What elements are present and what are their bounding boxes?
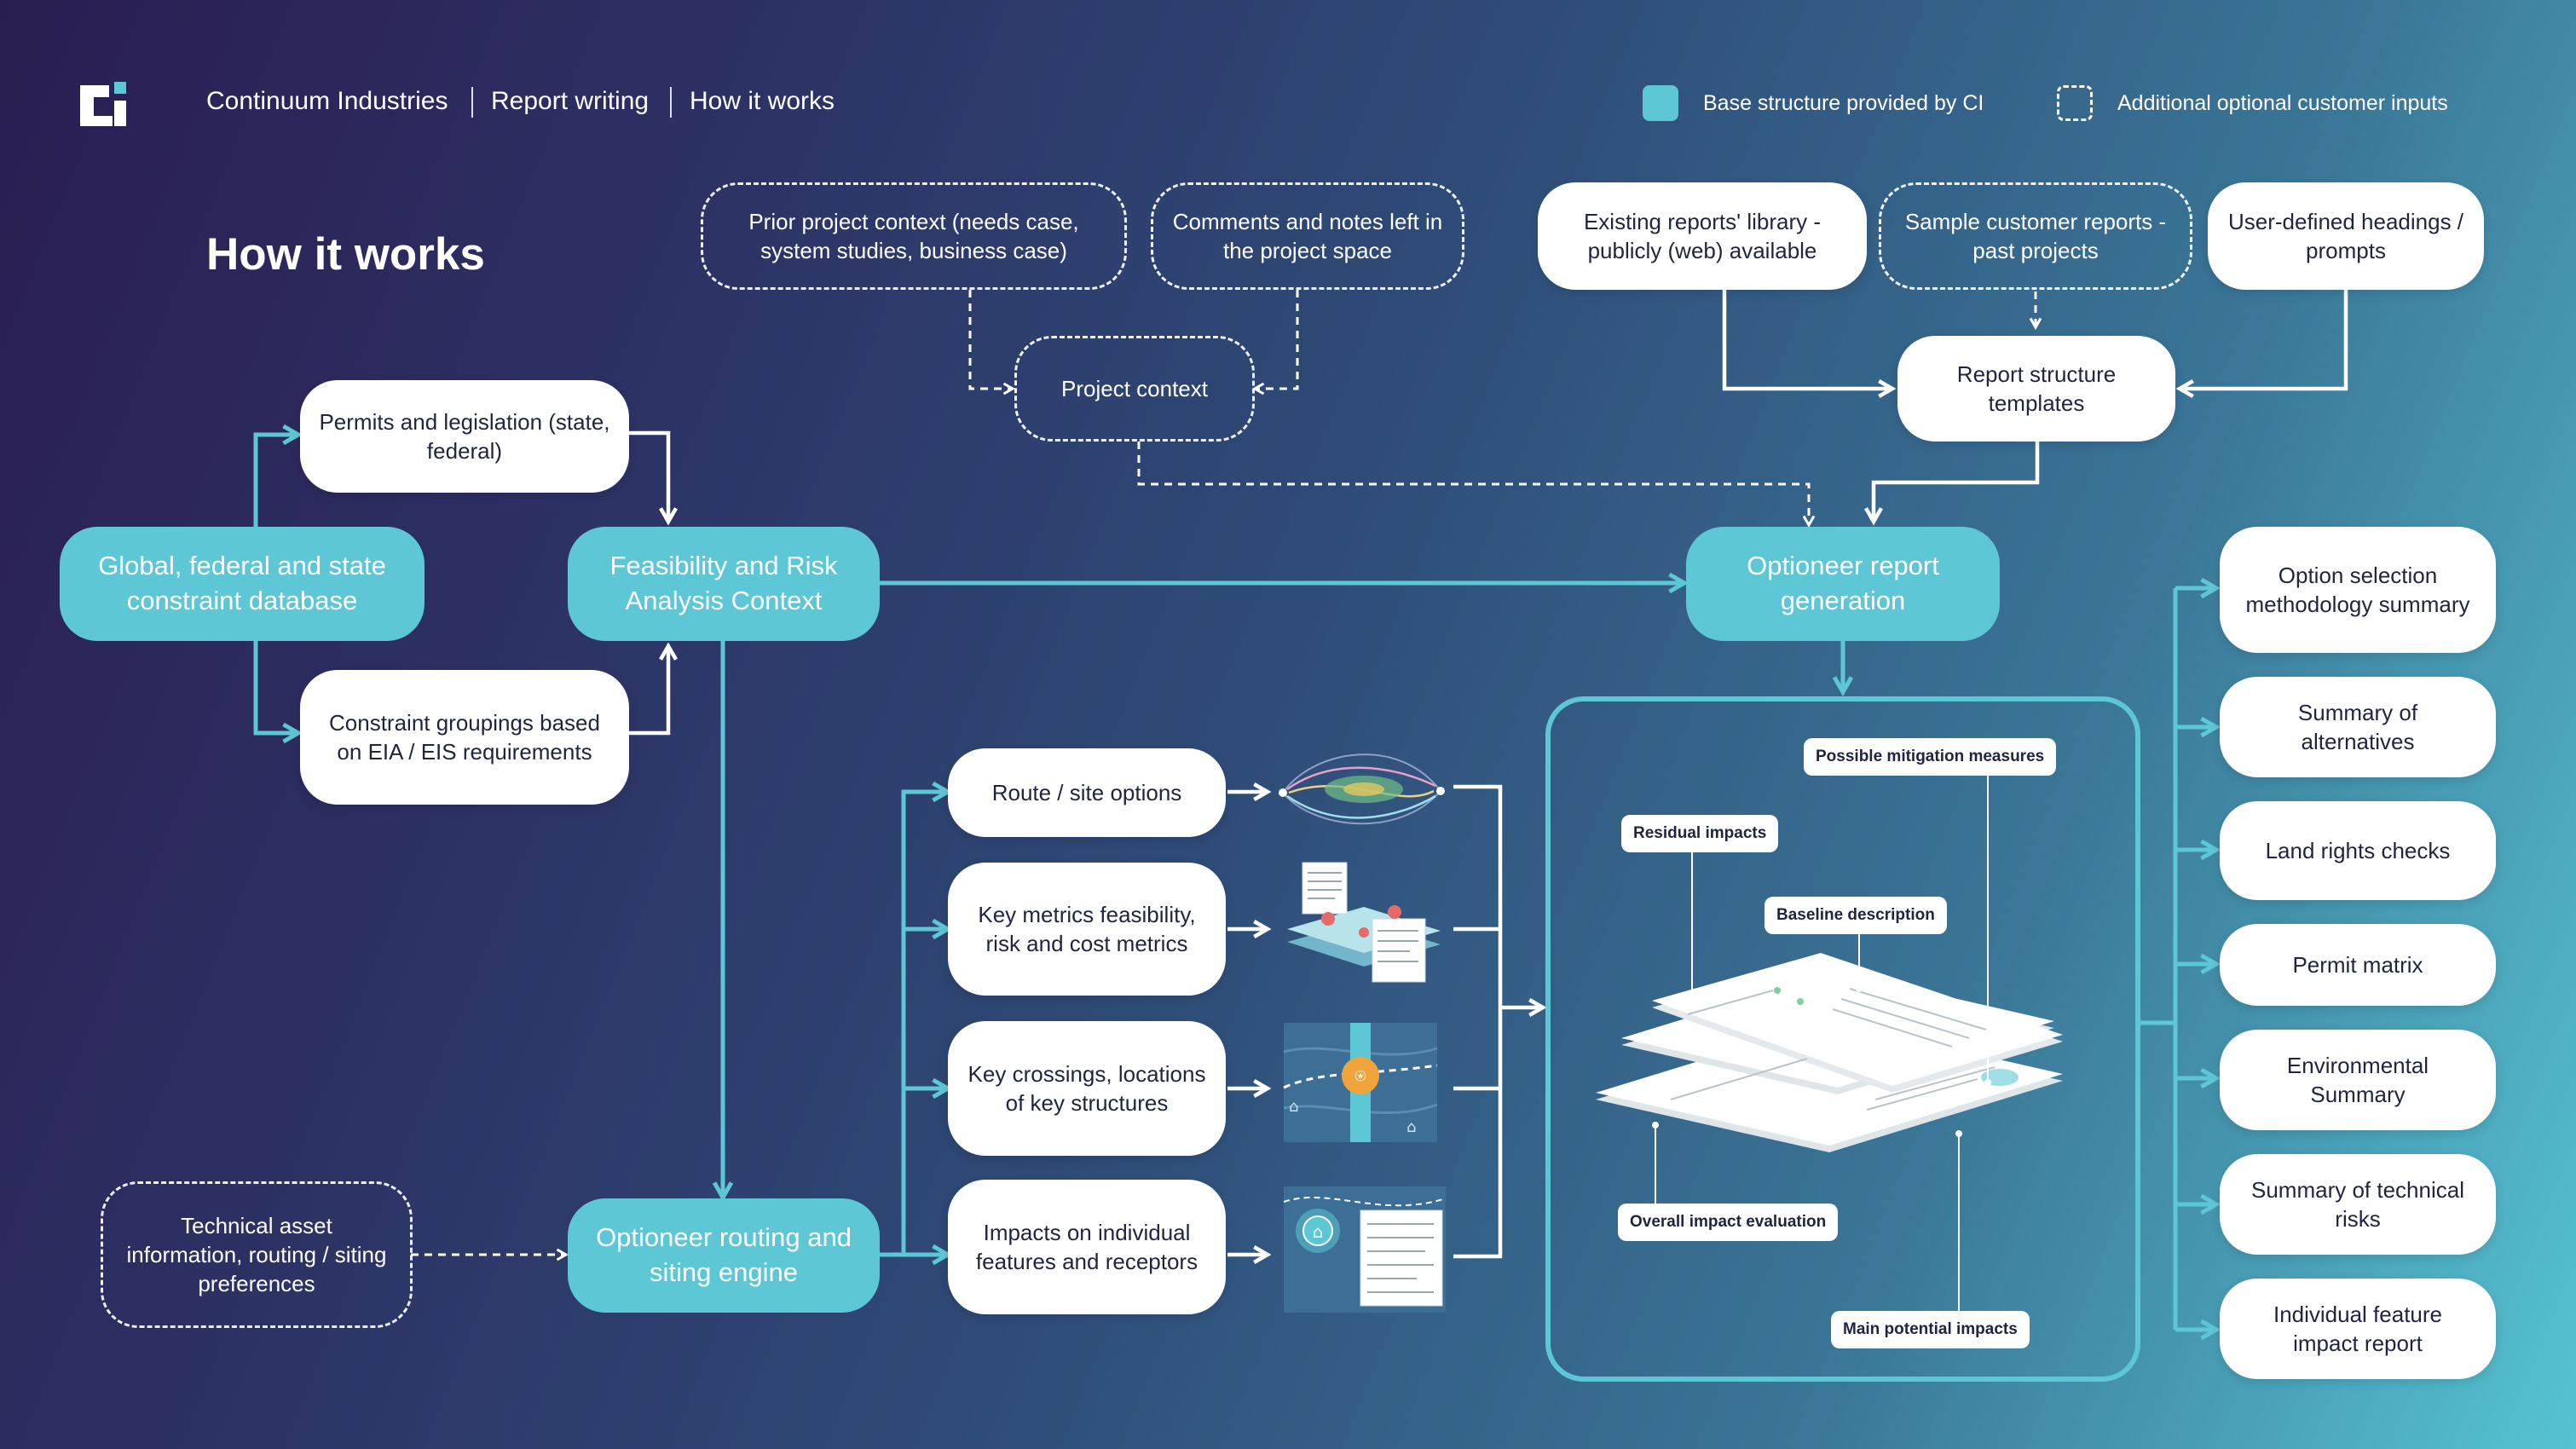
output-permit-matrix: Permit matrix [2220, 924, 2496, 1006]
existing-reports-node: Existing reports' library - publicly (we… [1538, 182, 1867, 290]
key-metrics-node: Key metrics feasibility, risk and cost m… [948, 863, 1226, 996]
routing-engine-node: Optioneer routing and siting engine [568, 1198, 880, 1313]
output-summary-alternatives: Summary of alternatives [2220, 677, 2496, 777]
legend-base-swatch [1643, 85, 1678, 121]
sample-reports-node: Sample customer reports - past projects [1879, 182, 2192, 290]
key-crossings-thumbnail: ⍟ ⌂ ⌂ [1283, 1023, 1438, 1142]
report-pages-illustration [1596, 953, 2063, 1152]
breadcrumb-separator [471, 87, 473, 118]
feasibility-context-node: Feasibility and Risk Analysis Context [568, 527, 880, 641]
technical-asset-node: Technical asset information, routing / s… [101, 1181, 413, 1328]
breadcrumb-section: Report writing [491, 87, 650, 115]
main-impacts-label: Main potential impacts [1831, 1311, 2030, 1348]
breadcrumb-separator [670, 87, 672, 118]
user-headings-node: User-defined headings / prompts [2208, 182, 2484, 290]
constraint-groupings-node: Constraint groupings based on EIA / EIS … [300, 670, 629, 805]
impacts-thumbnail: ⌂ [1283, 1186, 1447, 1313]
svg-text:⌂: ⌂ [1313, 1221, 1324, 1242]
possible-mitigation-label: Possible mitigation measures [1804, 738, 2057, 776]
prior-context-node: Prior project context (needs case, syste… [701, 182, 1127, 290]
legend-optional-swatch [2057, 85, 2093, 121]
impacts-node: Impacts on individual features and recep… [948, 1180, 1226, 1314]
key-metrics-thumbnail [1287, 862, 1441, 983]
output-land-rights: Land rights checks [2220, 801, 2496, 900]
output-feature-impact: Individual feature impact report [2220, 1279, 2496, 1379]
constraint-database-node: Global, federal and state constraint dat… [60, 527, 425, 641]
route-options-thumbnail [1279, 753, 1445, 825]
output-technical-risks: Summary of technical risks [2220, 1154, 2496, 1255]
optioneer-report-node: Optioneer report generation [1686, 527, 2000, 641]
page-title: How it works [206, 229, 485, 280]
breadcrumb-page: How it works [690, 87, 835, 115]
svg-text:⌂: ⌂ [1289, 1098, 1298, 1116]
baseline-description-label: Baseline description [1765, 897, 1947, 934]
comments-node: Comments and notes left in the project s… [1151, 182, 1464, 290]
report-templates-node: Report structure templates [1897, 336, 2175, 442]
white-connectors [627, 289, 2348, 1264]
breadcrumb-company: Continuum Industries [206, 87, 448, 115]
route-options-node: Route / site options [948, 748, 1226, 837]
key-crossings-node: Key crossings, locations of key structur… [948, 1021, 1226, 1156]
overall-impact-label: Overall impact evaluation [1618, 1204, 1839, 1241]
residual-impacts-label: Residual impacts [1621, 815, 1779, 852]
pill-leaders [1655, 775, 1989, 1314]
legend-optional-label: Additional optional customer inputs [2117, 91, 2448, 115]
continuum-logo [80, 82, 126, 126]
output-option-selection: Option selection methodology summary [2220, 527, 2496, 653]
teal-connectors [253, 424, 2221, 1341]
dashed-connectors [411, 290, 2042, 1261]
output-environmental-summary: Environmental Summary [2220, 1030, 2496, 1130]
permits-node: Permits and legislation (state, federal) [300, 380, 629, 493]
project-context-node: Project context [1014, 336, 1255, 442]
svg-text:⌂: ⌂ [1406, 1118, 1416, 1136]
svg-text:⍟: ⍟ [1354, 1066, 1366, 1088]
report-panel-frame [1545, 696, 2140, 1382]
legend-base-label: Base structure provided by CI [1703, 91, 1984, 115]
